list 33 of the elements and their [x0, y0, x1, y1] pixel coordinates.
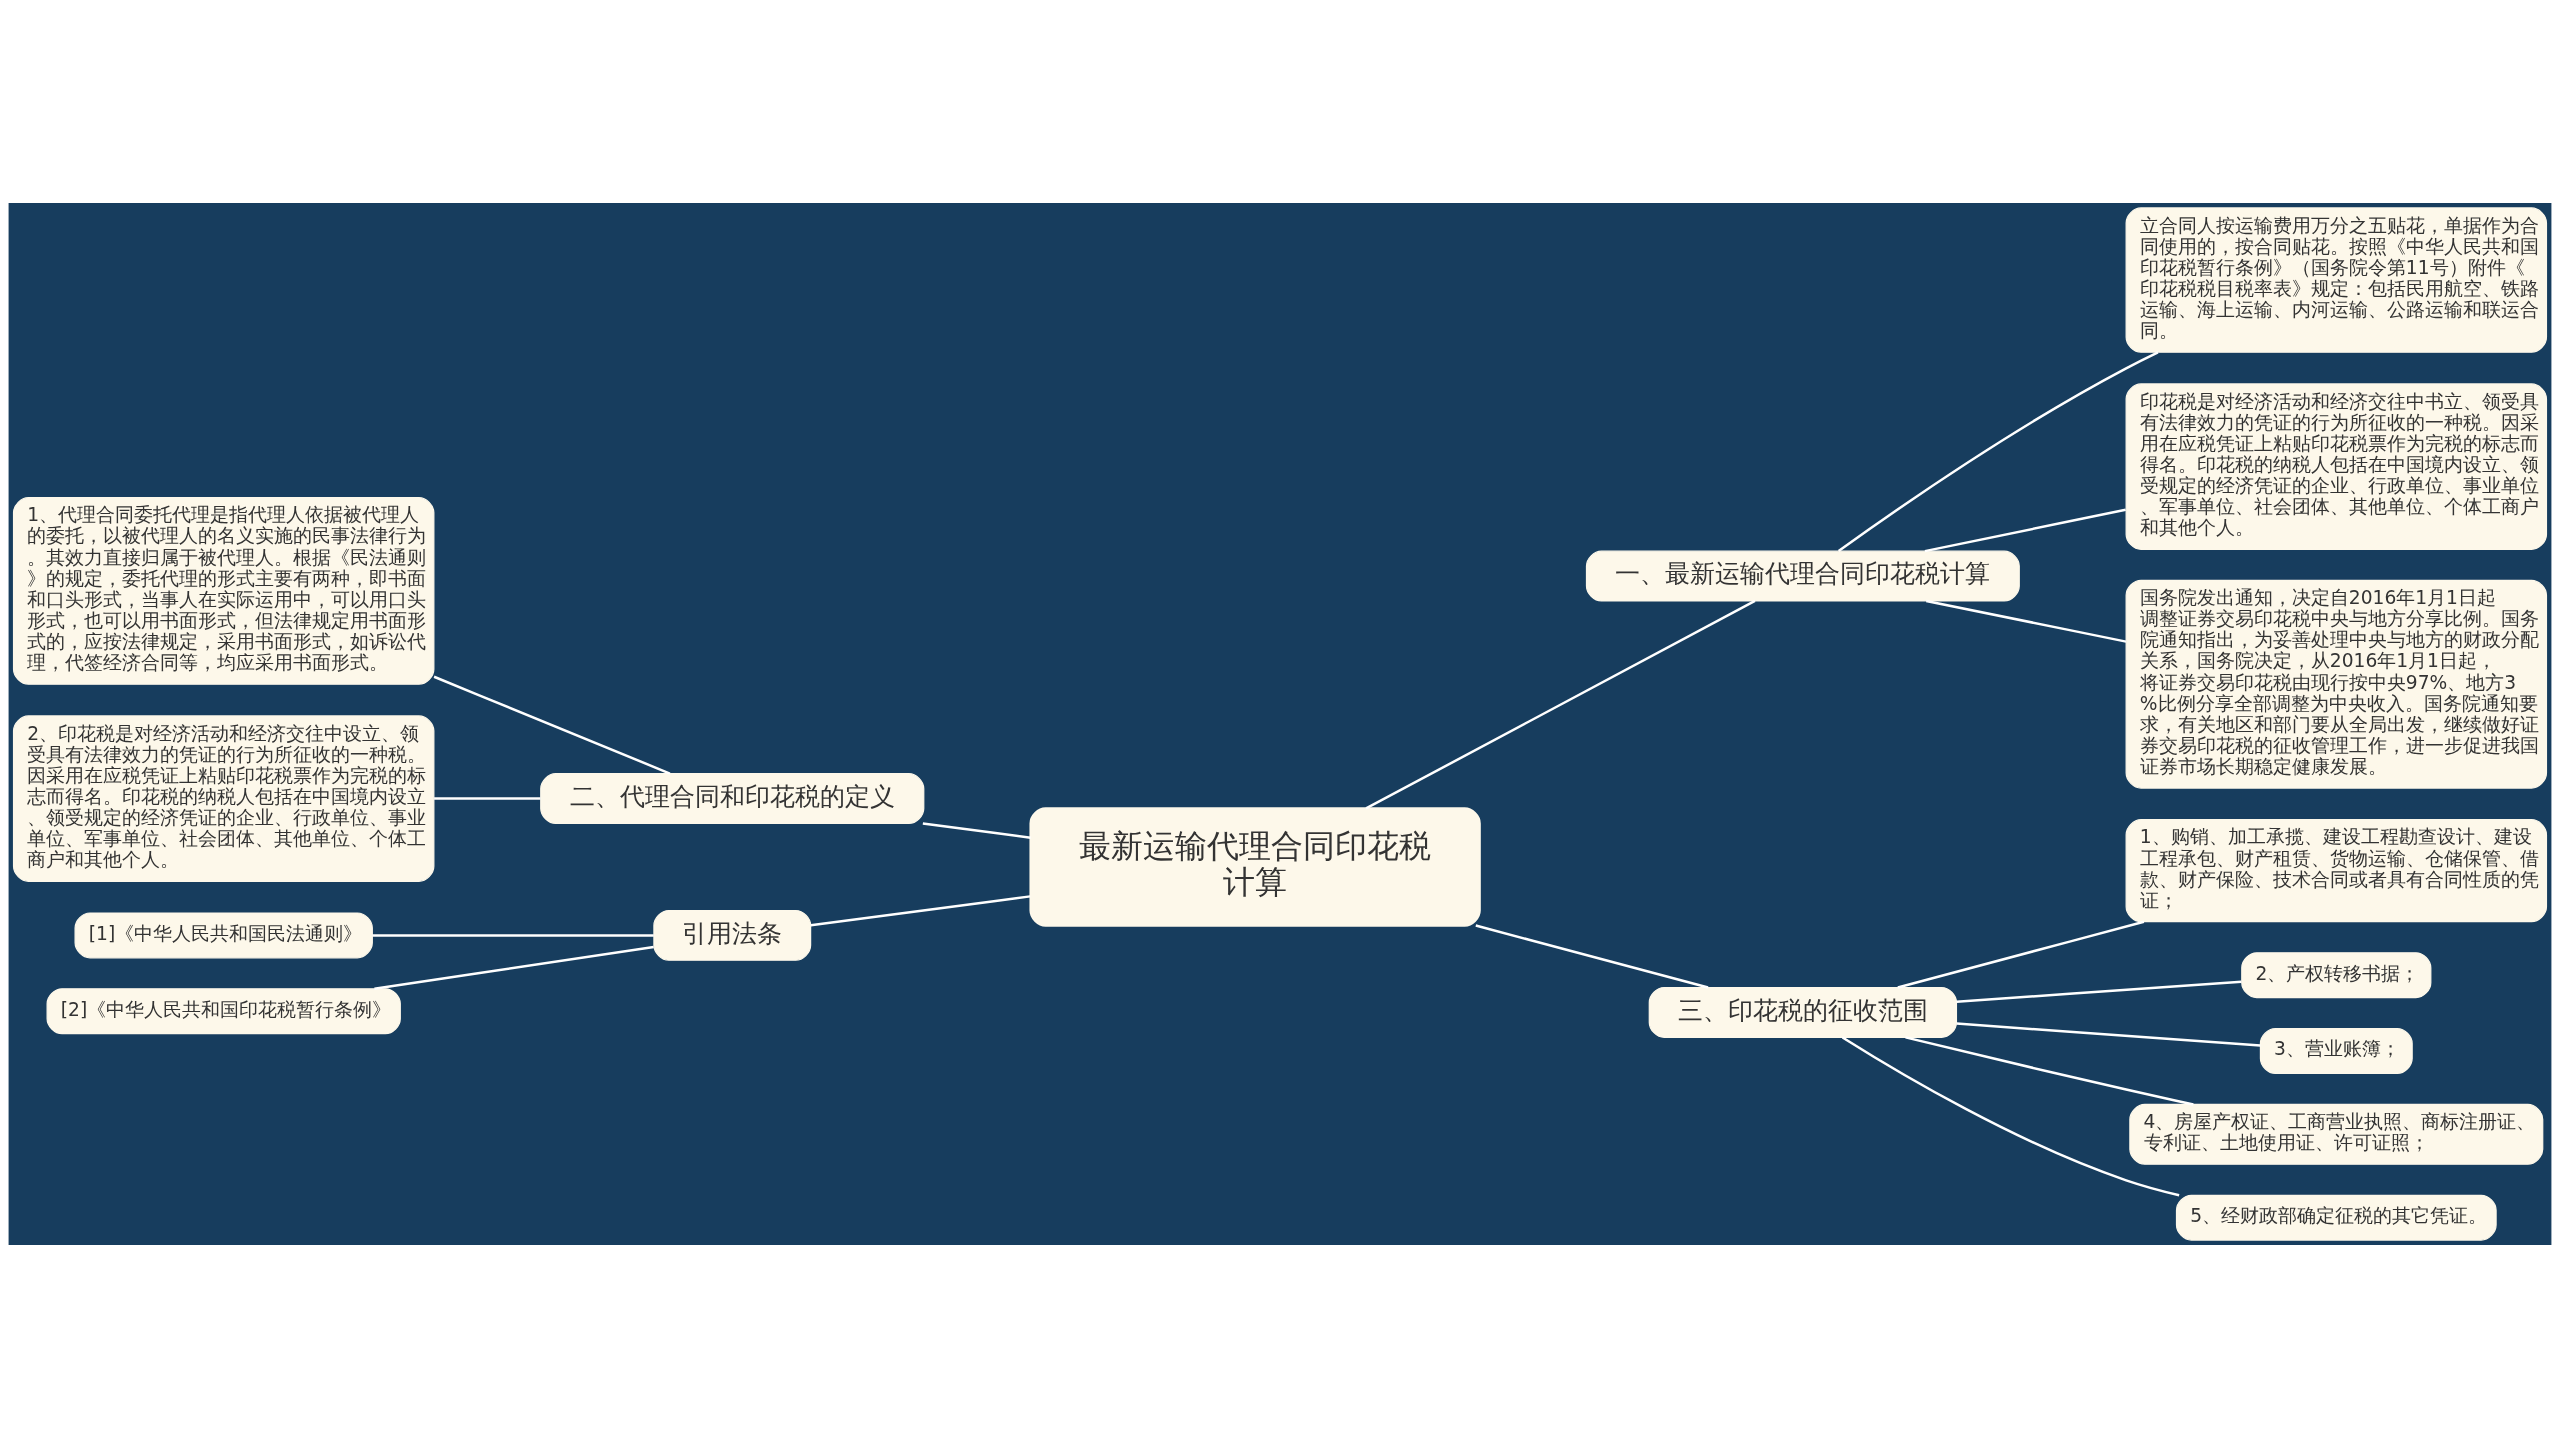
connector [810, 895, 1031, 927]
connector [1956, 980, 2242, 1003]
connector [1897, 920, 2145, 989]
connector [1841, 1036, 2180, 1197]
connector [1905, 1036, 2194, 1106]
connector [1837, 351, 2159, 552]
node-box: [1]《中华人民共和国民法通则》 [74, 912, 373, 959]
node-box: 立合同人按运输费用万分之五贴花，单据作为合同使用的，按合同贴花。按照《中华人民共和国印花税暂行条例》（国务院令第11号）附件《印花税税目税率表》规定：包括民用航空、铁路运输、海上运输、内河运输、公路运输和联运合同。 [2125, 207, 2548, 353]
node-box: 5、经财政部确定征税的其它凭证。 [2175, 1194, 2497, 1241]
connector [922, 822, 1031, 839]
connector [433, 675, 671, 775]
connector [374, 945, 654, 991]
node-box: 国务院发出通知，决定自2016年1月1日起调整证券交易印花税中央与地方分享比例。国务院通知指出，为妥善处理中央与地方的财政分配关系，国务院决定，从2016年1月1日起，将证券交易印花税由现行按中央97%、地方3%比例分享全部调整为中央收入。国务院通知要求，有关地区和部门要从全局出发，继续做好证券交易印花税的征收管理工作，进一步促进我国证券市场长期稳定健康发展。 [2125, 579, 2548, 789]
node-box: 三、印花税的征收范围 [1648, 987, 1958, 1038]
connector [1365, 599, 1756, 810]
node-box: 1、购销、加工承揽、建设工程勘查设计、建设工程承包、财产租赁、货物运输、仓储保管、借款、财产保险、技术合同或者具有合同性质的凭证； [2125, 819, 2548, 923]
connector [1926, 599, 2127, 643]
node-box: 二、代理合同和印花税的定义 [540, 773, 925, 825]
node-box: 2、产权转移书据； [2241, 952, 2432, 999]
node-box: 4、房屋产权证、工商营业执照、商标注册证、专利证、土地使用证、许可证照； [2129, 1103, 2544, 1165]
connector [1956, 1022, 2261, 1047]
connector [1924, 508, 2126, 553]
node-box: 2、印花税是对经济活动和经济交往中设立、领受具有法律效力的凭证的行为所征收的一种税。因采用在应税凭证上粘贴印花税票作为完税的标志而得名。印花税的纳税人包括在中国境内设立、领受规定的经济凭证的企业、行政单位、事业单位、军事单位、社会团体、其他单位、个体工商户和其他个人。 [12, 715, 435, 882]
connector [372, 934, 654, 937]
node-box: 最新运输代理合同印花税计算 [1029, 807, 1481, 927]
connector [1475, 924, 1709, 989]
node-box: 1、代理合同委托代理是指代理人依据被代理人的委托，以被代理人的名义实施的民事法律行为。其效力直接归属于被代理人。根据《民法通则》的规定，委托代理的形式主要有两种，即书面和口头形式，当事人在实际运用中，可以用口头形式，也可以用书面形式，但法律规定用书面形式的，应按法律规定，采用书面形式，如诉讼代理，代签经济合同等，均应采用书面形式。 [12, 497, 435, 685]
connector [434, 797, 541, 800]
node-box: 引用法条 [653, 909, 812, 961]
node-box: 3、营业账簿； [2259, 1028, 2413, 1075]
node-box: [2]《中华人民共和国印花税暂行条例》 [46, 988, 401, 1035]
node-box: 印花税是对经济活动和经济交往中书立、领受具有法律效力的凭证的行为所征收的一种税。因采用在应税凭证上粘贴印花税票作为完税的标志而得名。印花税的纳税人包括在中国境内设立、领受规定的经济凭证的企业、行政单位、事业单位、军事单位、社会团体、其他单位、个体工商户和其他个人。 [2125, 383, 2548, 550]
node-box: 一、最新运输代理合同印花税计算 [1585, 550, 2020, 602]
